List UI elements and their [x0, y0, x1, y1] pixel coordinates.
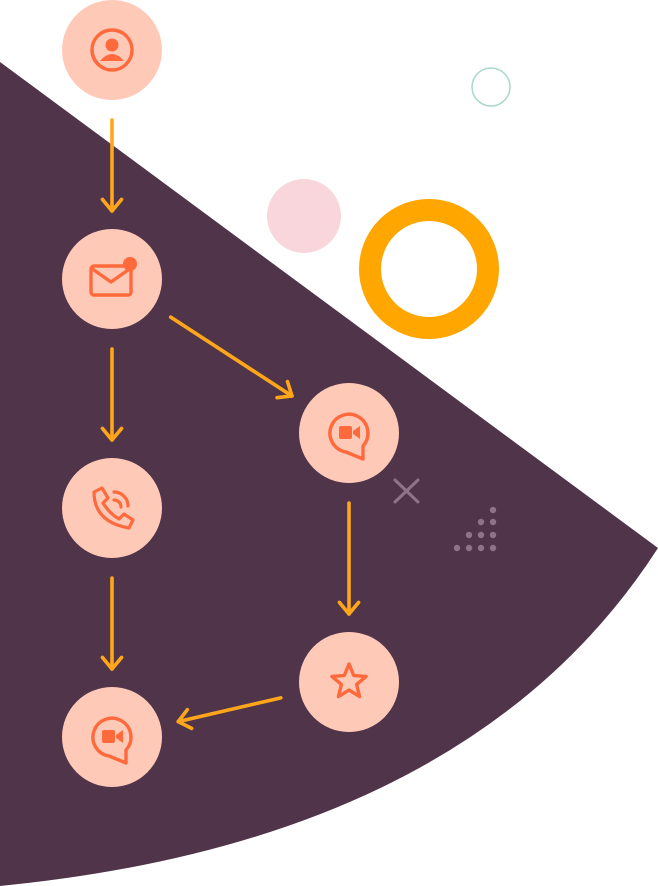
node-circle — [62, 458, 162, 558]
node-review — [299, 632, 399, 732]
nodes-layer — [62, 0, 399, 787]
decor-pink-dot — [267, 179, 341, 253]
edge-arrow-video-1-to-review — [337, 501, 361, 616]
user-profile-icon — [90, 28, 134, 72]
edge-arrow-email-to-call — [100, 347, 124, 442]
decor-dot-grid — [453, 506, 497, 552]
edge-arrow-email-to-video-1 — [168, 315, 294, 400]
node-video-2 — [62, 687, 162, 787]
video-chat-icon — [328, 412, 370, 461]
video-chat-icon — [91, 716, 133, 765]
edge-arrow-start-to-email — [100, 118, 124, 213]
star-icon — [330, 662, 368, 699]
node-circle — [299, 632, 399, 732]
mail-notification-icon — [89, 257, 137, 297]
decor-orange-ring — [359, 199, 499, 339]
edge-arrow-call-to-video-2 — [100, 576, 124, 671]
decor-cross-icon — [393, 478, 420, 504]
node-circle — [62, 229, 162, 329]
node-start — [62, 0, 162, 100]
decor-mint-ring — [471, 67, 511, 107]
node-email — [62, 229, 162, 329]
node-call — [62, 458, 162, 558]
phone-call-icon — [92, 486, 135, 530]
edges-layer — [100, 118, 361, 731]
edge-arrow-review-to-video-2 — [176, 696, 283, 731]
node-video-1 — [299, 383, 399, 483]
